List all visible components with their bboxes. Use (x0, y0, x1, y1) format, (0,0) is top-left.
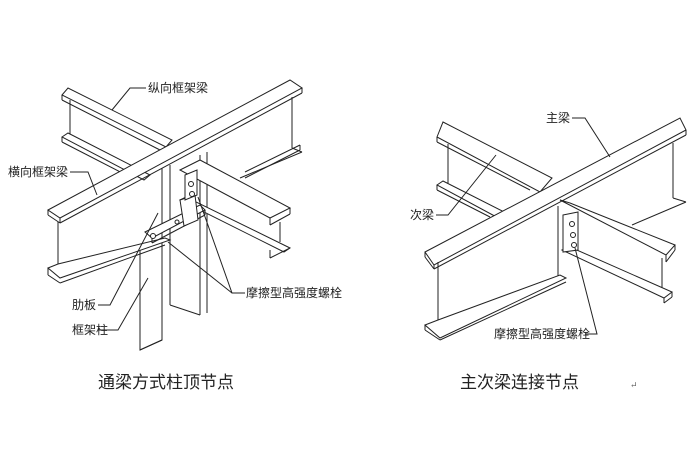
bolts-left (150, 181, 195, 239)
bolt-icon (189, 191, 195, 197)
paragraph-mark: ↵ (630, 381, 638, 391)
right-leaders (436, 117, 611, 335)
connection-plate (562, 211, 579, 253)
label-column: 框架柱 (72, 322, 108, 337)
left-leaders (70, 87, 245, 331)
secondary-beam-front (559, 199, 676, 304)
main-beam (424, 117, 687, 341)
frame-column (139, 152, 208, 351)
caption-right: 主次梁连接节点 (460, 373, 579, 393)
bolt-icon (174, 219, 180, 225)
right-diagram: 主梁 次梁 摩擦型高强度螺栓 主次梁连接节点 ↵ (410, 110, 687, 393)
label-stiffener: 肋板 (72, 297, 96, 312)
bolt-icon (150, 233, 156, 239)
label-bolt-right: 摩擦型高强度螺栓 (494, 326, 590, 341)
longitudinal-beam-right (244, 144, 301, 179)
bolt-icon (570, 232, 576, 238)
label-bolt-left: 摩擦型高强度螺栓 (246, 285, 342, 300)
bolt-icon (188, 181, 194, 187)
bolts-right (569, 221, 577, 248)
label-longitudinal-beam: 纵向框架梁 (148, 80, 208, 95)
left-diagram: 纵向框架梁 横向框架梁 肋板 框架柱 摩擦型高强度螺栓 通梁方式柱顶节点 (8, 79, 342, 393)
label-main-beam: 主梁 (546, 110, 570, 125)
transverse-frame-beam (47, 79, 303, 284)
label-secondary-beam: 次梁 (410, 207, 434, 222)
transverse-beam-right (178, 159, 292, 259)
label-transverse-beam: 横向框架梁 (8, 164, 68, 179)
bolt-icon (571, 242, 577, 248)
bolt-icon (569, 221, 575, 227)
caption-left: 通梁方式柱顶节点 (98, 373, 234, 393)
stiffener-plate (144, 169, 206, 244)
